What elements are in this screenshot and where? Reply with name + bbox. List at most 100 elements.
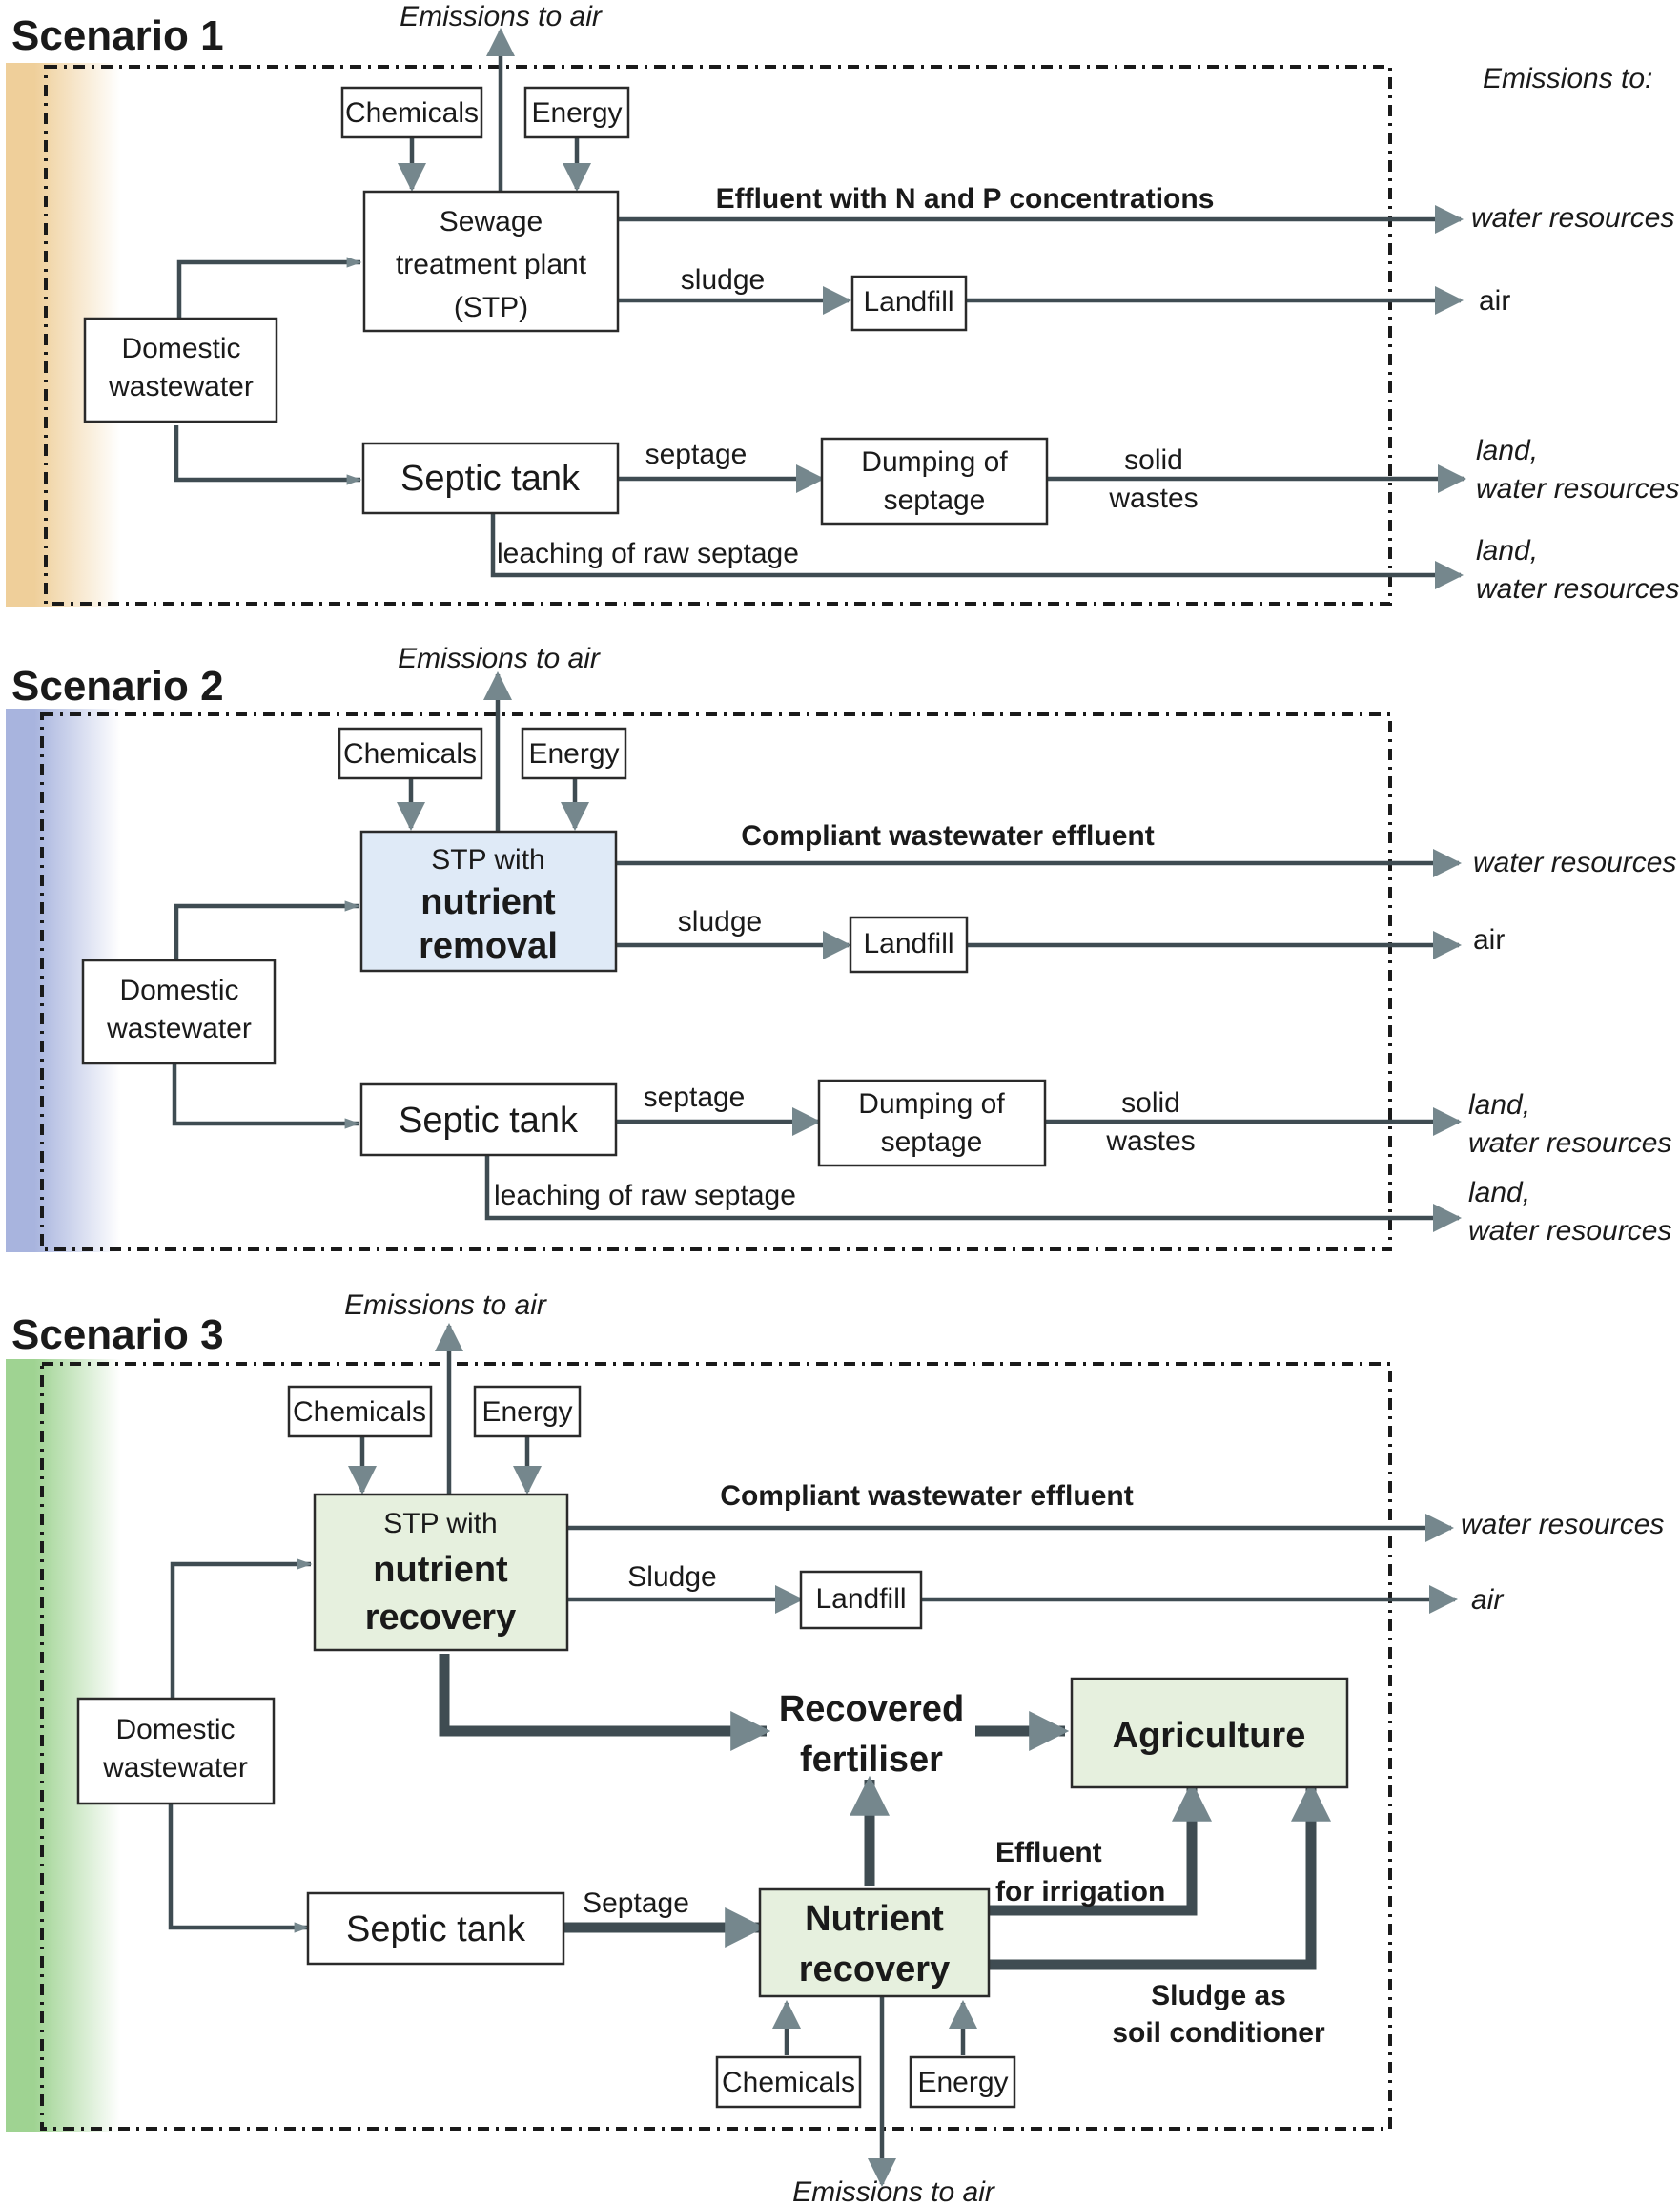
s1-dumping-label-1: Dumping of <box>861 446 1008 478</box>
s3-emissions-label: Emissions to air <box>344 1289 547 1321</box>
s2-stp-label-1: STP with <box>431 844 545 876</box>
s3-septic-box <box>306 1891 565 1966</box>
s3-nutrient-recovery-label-1: Nutrient <box>805 1899 944 1939</box>
s1-septic-label: Septic tank <box>400 459 581 499</box>
s3-soil-label-2: soil conditioner <box>1112 2017 1325 2049</box>
s2-septage-label: septage <box>644 1082 746 1113</box>
s3-chemicals-box <box>287 1385 433 1438</box>
s3-landfill-box <box>799 1570 923 1630</box>
s3-stp-label-1: STP with <box>383 1508 498 1539</box>
s1-effluent-label: Effluent with N and P concentrations <box>716 183 1215 215</box>
s1-leaching-arrow <box>490 513 1464 589</box>
s3-bottom-chemicals-box <box>715 2055 862 2109</box>
s3-soil-conditioner-arrow <box>990 1781 1331 1970</box>
s2-leaching-label: leaching of raw septage <box>494 1180 796 1211</box>
s1-stp-label-2: treatment plant <box>396 249 587 280</box>
s1-stp-box <box>362 190 620 333</box>
s1-domestic-label-1: Domestic <box>121 333 240 364</box>
s2-domestic-box <box>81 959 277 1065</box>
s1-solid-label-2: wastes <box>1108 483 1198 514</box>
s1-chemicals-box <box>340 86 483 139</box>
s3-domestic-label-2: wastewater <box>102 1752 248 1783</box>
scenario-1-boundary <box>44 65 1392 606</box>
s2-solid-label-1: solid <box>1121 1087 1180 1119</box>
s1-out-land1-1: land, <box>1476 435 1538 466</box>
scenario-3-title: Scenario 3 <box>11 1311 224 1358</box>
s3-nutrient-recovery-label-2: recovery <box>799 1949 950 1990</box>
s2-sludge-label: sludge <box>678 906 762 938</box>
s2-out-land2-2: water resources <box>1468 1215 1671 1247</box>
s2-septic-box <box>359 1082 618 1157</box>
s1-out-land2-1: land, <box>1476 535 1538 567</box>
s2-landfill-label: Landfill <box>863 928 953 959</box>
s3-irrigation-arrow <box>990 1781 1212 1916</box>
s1-domestic-label-2: wastewater <box>108 371 254 402</box>
s1-landfill-label: Landfill <box>863 286 953 318</box>
s2-dumping-label-1: Dumping of <box>858 1088 1005 1120</box>
s2-domestic-label-1: Domestic <box>119 975 238 1006</box>
scenario-3: Scenario 3 Chemicals Energy STP with nut… <box>6 1289 1664 2206</box>
s3-irrigation-label-1: Effluent <box>995 1837 1102 1868</box>
s2-stp-label-3: removal <box>419 926 558 966</box>
scenario-1-title: Scenario 1 <box>11 12 224 59</box>
scenario-3-boundary <box>40 1362 1392 2131</box>
s3-domestic-label-1: Domestic <box>115 1714 235 1745</box>
s3-bottom-energy-box <box>909 2055 1016 2109</box>
scenario-2-boundary <box>40 712 1392 1251</box>
s2-out-water: water resources <box>1473 847 1676 878</box>
s1-septage-label: septage <box>645 439 748 470</box>
s2-out-land1-2: water resources <box>1468 1127 1671 1159</box>
s1-energy-box <box>523 86 630 139</box>
s3-sludge-label: Sludge <box>627 1561 716 1593</box>
s1-leaching-label: leaching of raw septage <box>497 538 799 569</box>
s2-energy-label: Energy <box>528 738 619 770</box>
s2-domestic-label-2: wastewater <box>106 1013 252 1044</box>
s3-landfill-label: Landfill <box>815 1583 906 1615</box>
s1-stp-label-3: (STP) <box>454 292 528 323</box>
s1-domestic-to-stp-arrow <box>176 257 362 318</box>
s3-out-water: water resources <box>1461 1509 1664 1540</box>
s2-out-land1-1: land, <box>1468 1089 1530 1121</box>
s3-energy-label: Energy <box>481 1396 572 1428</box>
s1-energy-label: Energy <box>531 97 622 129</box>
s3-bottom-emissions-label: Emissions to air <box>792 2176 995 2206</box>
scenario-2-title: Scenario 2 <box>11 663 224 710</box>
s2-domestic-to-stp-arrow <box>174 900 360 960</box>
s3-agriculture-box <box>1070 1677 1349 1789</box>
s3-energy-box <box>473 1385 582 1438</box>
s1-out-air: air <box>1479 285 1510 317</box>
s3-irrigation-label-2: for irrigation <box>995 1876 1165 1907</box>
s1-septic-box <box>361 442 620 515</box>
scenario-1: Scenario 1 Emissions to: Chemicals Energ… <box>6 1 1679 607</box>
s1-emissions-label: Emissions to air <box>400 1 603 32</box>
s3-stp-box <box>313 1493 569 1652</box>
s1-dumping-label-2: septage <box>884 484 986 516</box>
s1-out-water: water resources <box>1471 202 1674 234</box>
s3-soil-label-1: Sludge as <box>1151 1980 1286 2011</box>
s2-energy-box <box>521 727 627 780</box>
s2-solid-label-2: wastes <box>1105 1125 1195 1157</box>
s2-leaching-arrow <box>484 1156 1462 1232</box>
s3-bottom-chemicals-label: Chemicals <box>722 2067 855 2098</box>
s2-emissions-label: Emissions to air <box>398 643 601 674</box>
s3-recovered-label-1: Recovered <box>779 1689 964 1729</box>
s3-domestic-box <box>76 1697 276 1805</box>
s3-nutrient-recovery-box <box>758 1887 991 1998</box>
s2-out-air: air <box>1473 924 1505 956</box>
s2-stp-box <box>359 830 618 973</box>
s2-dumping-label-2: septage <box>881 1126 983 1158</box>
s1-out-land1-2: water resources <box>1476 473 1679 505</box>
s3-stp-label-3: recovery <box>365 1598 516 1638</box>
s2-dumping-box <box>817 1079 1047 1167</box>
s3-domestic-to-septic-arrow <box>168 1804 310 1933</box>
scenario-2: Scenario 2 Chemicals Energy STP with nut… <box>6 643 1676 1252</box>
s1-sludge-label: sludge <box>681 264 765 296</box>
s2-effluent-label: Compliant wastewater effluent <box>741 820 1154 852</box>
s2-landfill-box <box>849 916 969 974</box>
s1-out-land2-2: water resources <box>1476 573 1679 605</box>
s3-bottom-energy-label: Energy <box>917 2067 1008 2098</box>
s3-domestic-to-stp-arrow <box>170 1558 313 1700</box>
s2-chemicals-box <box>338 727 483 780</box>
s3-chemicals-label: Chemicals <box>293 1396 426 1428</box>
